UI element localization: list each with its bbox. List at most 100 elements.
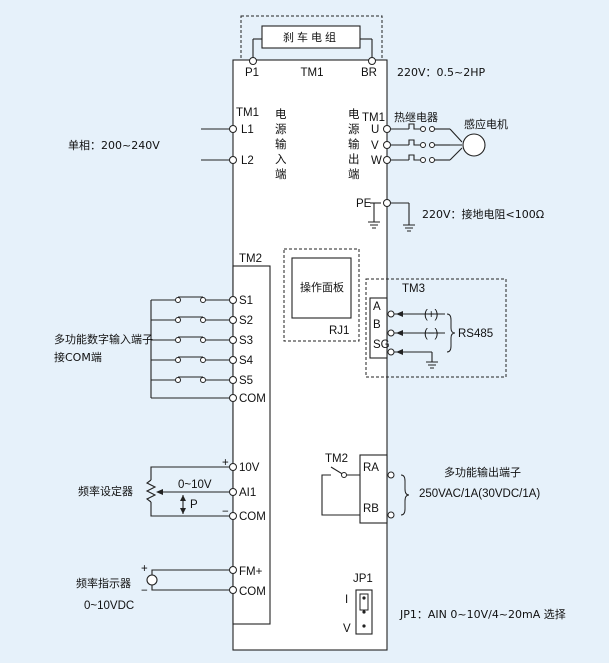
label-b: B bbox=[373, 319, 381, 331]
label-rs485: RS485 bbox=[458, 328, 493, 340]
label-com: COM bbox=[239, 393, 266, 405]
brake-unit-label: 刹车电组 bbox=[283, 30, 339, 44]
meter-minus: − bbox=[141, 585, 148, 597]
panel-dashed-frame bbox=[283, 248, 360, 342]
jp1-note: JP1：AIN 0~10V/4~20mA 选择 bbox=[399, 607, 566, 621]
switch-contact bbox=[175, 297, 181, 303]
ground-symbol-left bbox=[368, 221, 380, 229]
terminal-com-analog bbox=[229, 512, 237, 520]
brake-unit-box bbox=[261, 25, 361, 49]
pot-wiper-arrow bbox=[156, 489, 163, 495]
terminal-u bbox=[383, 125, 391, 133]
label-s1: S1 bbox=[239, 295, 253, 307]
motor-icon bbox=[462, 133, 486, 157]
relay-brace bbox=[400, 474, 410, 516]
switch-contact bbox=[175, 357, 181, 363]
label-u: U bbox=[371, 124, 379, 136]
switch-contact bbox=[175, 317, 181, 323]
pot-wire-bottom bbox=[150, 502, 229, 517]
sg-ground-symbol bbox=[426, 361, 438, 369]
terminal-s5 bbox=[229, 376, 237, 384]
analog-minus: − bbox=[222, 506, 229, 518]
label-10v: 10V bbox=[239, 462, 260, 474]
switch-contact bbox=[200, 357, 206, 363]
terminal-s2 bbox=[229, 316, 237, 324]
rs485-brace bbox=[446, 313, 456, 353]
freq-setter-label: 频率设定器 bbox=[78, 484, 133, 498]
arrow-a bbox=[396, 311, 403, 317]
inputs-note-line2: 接COM端 bbox=[54, 351, 102, 364]
terminal-sg bbox=[387, 348, 395, 356]
label-l1: L1 bbox=[241, 124, 254, 136]
input-vertical-text: 电源输入端 bbox=[275, 107, 287, 181]
switch-contact bbox=[200, 317, 206, 323]
terminal-rb bbox=[387, 511, 395, 519]
label-ai1: AI1 bbox=[239, 487, 256, 499]
analog-range: 0~10V bbox=[178, 479, 212, 491]
tm2-strip bbox=[232, 265, 271, 625]
terminal-w bbox=[383, 156, 391, 164]
panel-rj1: RJ1 bbox=[329, 325, 349, 337]
label-neg: (−) bbox=[424, 328, 439, 340]
meter-plus: + bbox=[141, 563, 148, 575]
tm3-strip bbox=[369, 297, 388, 359]
label-tm1-top: TM1 bbox=[301, 67, 324, 79]
supply-label: 单相：200~240V bbox=[68, 139, 160, 152]
label-jp1-i: I bbox=[345, 594, 348, 606]
terminal-b bbox=[387, 329, 395, 337]
jp1-pin-mid bbox=[362, 610, 366, 614]
meter-icon bbox=[146, 574, 158, 586]
meter-wire-top bbox=[151, 569, 229, 575]
arrow-b bbox=[396, 330, 403, 336]
p-arrow-heads bbox=[180, 495, 186, 514]
tm3-dashed-frame bbox=[365, 278, 507, 378]
arrow-sg bbox=[396, 349, 403, 355]
terminal-s4 bbox=[229, 356, 237, 364]
label-rb: RB bbox=[363, 503, 379, 515]
label-tm3: TM3 bbox=[402, 283, 425, 295]
jp1-jumper-cap bbox=[359, 593, 369, 611]
motor-label: 感应电机 bbox=[464, 117, 508, 131]
freq-meter-label: 频率指示器 bbox=[76, 576, 131, 590]
label-pe: PE bbox=[356, 198, 372, 210]
panel-label: 操作面板 bbox=[300, 280, 344, 294]
motor-leads bbox=[449, 128, 463, 161]
label-s5: S5 bbox=[239, 375, 253, 387]
label-l2: L2 bbox=[241, 155, 254, 167]
terminal-fm bbox=[229, 566, 237, 574]
label-tm2-relay: TM2 bbox=[325, 453, 348, 465]
terminal-com bbox=[229, 394, 237, 402]
relay-contact-pin bbox=[341, 472, 347, 478]
terminal-br bbox=[368, 57, 376, 65]
inputs-note-line1: 多功能数字输入端子 bbox=[54, 332, 153, 346]
label-fm: FM+ bbox=[239, 566, 263, 578]
label-s2: S2 bbox=[239, 315, 253, 327]
motor-rating: 220V：0.5~2HP bbox=[397, 66, 486, 79]
label-v: V bbox=[371, 140, 379, 152]
jp1-pin-top bbox=[362, 596, 366, 600]
terminal-s1 bbox=[229, 296, 237, 304]
label-p: P bbox=[190, 499, 198, 511]
label-tm1-output: TM1 bbox=[362, 112, 385, 124]
analog-plus: + bbox=[222, 457, 229, 469]
relay-note-line1: 多功能输出端子 bbox=[444, 465, 521, 479]
label-tm1-input: TM1 bbox=[236, 107, 259, 119]
terminal-a bbox=[387, 310, 395, 318]
terminal-s3 bbox=[229, 336, 237, 344]
label-com-meter: COM bbox=[239, 586, 266, 598]
terminal-10v bbox=[229, 463, 237, 471]
label-ra: RA bbox=[363, 462, 379, 474]
meter-wire-bottom bbox=[151, 585, 229, 591]
freq-meter-range: 0~10VDC bbox=[84, 600, 134, 612]
label-br: BR bbox=[361, 67, 377, 79]
label-sg: SG bbox=[373, 339, 390, 351]
label-tm2: TM2 bbox=[239, 253, 262, 265]
switch-contact bbox=[175, 337, 181, 343]
switch-contact bbox=[200, 297, 206, 303]
label-s4: S4 bbox=[239, 355, 254, 367]
relay-label: 热继电器 bbox=[394, 111, 438, 124]
terminal-com-meter bbox=[229, 586, 237, 594]
switch-contact bbox=[175, 377, 181, 383]
terminal-l1 bbox=[229, 125, 237, 133]
